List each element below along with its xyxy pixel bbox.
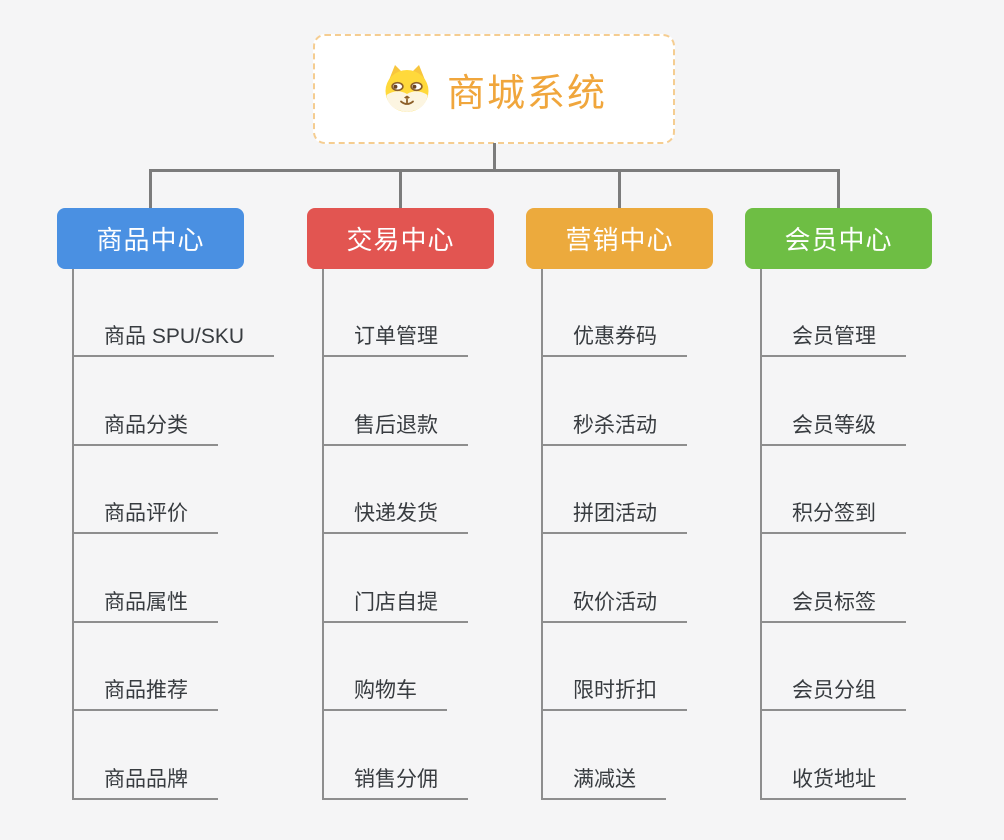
leaf-node[interactable]: 会员管理 xyxy=(760,313,906,357)
branch-trunk xyxy=(72,269,74,800)
branch-header-trade-center[interactable]: 交易中心 xyxy=(307,208,494,269)
leaf-node[interactable]: 积分签到 xyxy=(760,490,906,534)
leaf-node[interactable]: 满减送 xyxy=(541,756,666,800)
leaf-node[interactable]: 售后退款 xyxy=(322,402,468,446)
branch-header-marketing-center[interactable]: 营销中心 xyxy=(526,208,713,269)
branch-header-product-center[interactable]: 商品中心 xyxy=(57,208,244,269)
leaf-node[interactable]: 商品评价 xyxy=(72,490,218,534)
branch-trade-center: 交易中心 订单管理 售后退款 快递发货 门店自提 购物车 销售分佣 xyxy=(307,208,597,808)
leaf-node[interactable]: 会员标签 xyxy=(760,579,906,623)
branch-trunk xyxy=(541,269,543,800)
branch-trunk xyxy=(322,269,324,800)
branch-member-center: 会员中心 会员管理 会员等级 积分签到 会员标签 会员分组 收货地址 xyxy=(745,208,1004,808)
connector-drop-member xyxy=(837,169,840,208)
leaf-node[interactable]: 收货地址 xyxy=(760,756,906,800)
connector-root-stem xyxy=(493,143,496,171)
leaf-node[interactable]: 会员分组 xyxy=(760,667,906,711)
leaf-node[interactable]: 商品分类 xyxy=(72,402,218,446)
leaf-node[interactable]: 快递发货 xyxy=(322,490,468,534)
branch-marketing-center: 营销中心 优惠券码 秒杀活动 拼团活动 砍价活动 限时折扣 满减送 xyxy=(526,208,816,808)
leaf-node[interactable]: 订单管理 xyxy=(322,313,468,357)
leaf-node[interactable]: 商品属性 xyxy=(72,579,218,623)
leaf-node[interactable]: 购物车 xyxy=(322,667,447,711)
connector-bus xyxy=(149,169,840,172)
leaf-node[interactable]: 秒杀活动 xyxy=(541,402,687,446)
connector-drop-marketing xyxy=(618,169,621,208)
dog-face-icon xyxy=(381,64,433,114)
leaf-node[interactable]: 门店自提 xyxy=(322,579,468,623)
leaf-node[interactable]: 限时折扣 xyxy=(541,667,687,711)
leaf-node[interactable]: 商品品牌 xyxy=(72,756,218,800)
root-title: 商城系统 xyxy=(446,72,607,115)
leaf-node[interactable]: 商品推荐 xyxy=(72,667,218,711)
leaf-node[interactable]: 拼团活动 xyxy=(541,490,687,534)
leaf-node[interactable]: 会员等级 xyxy=(760,402,906,446)
leaf-node[interactable]: 销售分佣 xyxy=(322,756,468,800)
root-node[interactable]: 商城系统 xyxy=(313,34,675,144)
branch-product-center: 商品中心 商品 SPU/SKU 商品分类 商品评价 商品属性 商品推荐 商品品牌 xyxy=(57,208,347,808)
leaf-node[interactable]: 砍价活动 xyxy=(541,579,687,623)
leaf-node[interactable]: 优惠券码 xyxy=(541,313,687,357)
branch-header-member-center[interactable]: 会员中心 xyxy=(745,208,932,269)
connector-drop-product xyxy=(149,169,152,208)
branch-trunk xyxy=(760,269,762,800)
connector-drop-trade xyxy=(399,169,402,208)
leaf-node[interactable]: 商品 SPU/SKU xyxy=(72,313,275,357)
